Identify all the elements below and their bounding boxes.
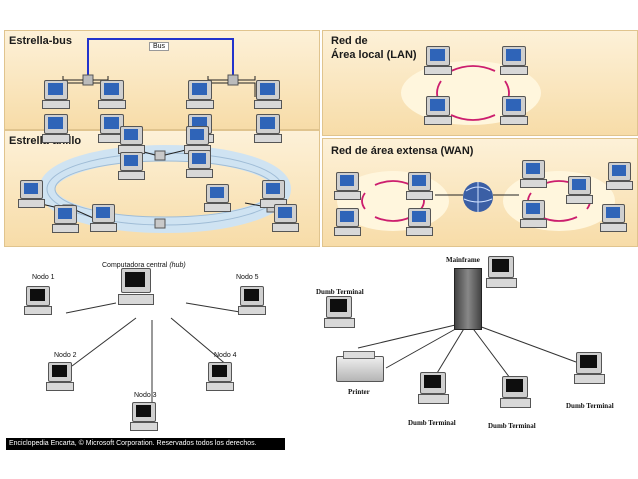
computer-icon-lan-0: [424, 46, 452, 76]
computer-icon-terminal-1: [324, 296, 355, 329]
computer-icon-bus-1: [42, 114, 70, 144]
node-5-label: Nodo 5: [236, 274, 259, 281]
computer-icon-ring-5: [186, 150, 213, 179]
computer-icon-ring-4: [90, 204, 117, 233]
computer-icon-node-2: [46, 362, 74, 392]
computer-icon-ring-3: [18, 180, 45, 209]
computer-icon-bus-4: [186, 80, 214, 110]
computer-icon-node-3: [206, 362, 234, 392]
computer-icon-wan-6: [606, 162, 633, 191]
node-3-label: Nodo 3: [134, 392, 157, 399]
computer-icon-node-1: [238, 286, 266, 316]
printer-icon: [336, 351, 384, 382]
computer-icon-terminal-2: [418, 372, 449, 405]
computer-icon-lan-3: [500, 96, 528, 126]
star-links: [65, 302, 247, 404]
lan-title-line2: Área local (LAN): [331, 49, 417, 61]
computer-icon-terminal-0: [486, 256, 517, 289]
computer-icon-ring-6: [204, 184, 231, 213]
node-2-label: Nodo 2: [54, 352, 77, 359]
computer-icon-ring-8: [272, 204, 299, 233]
computer-icon-bus-6: [254, 80, 282, 110]
hub-label: Computadora central (hub): [102, 262, 186, 269]
terminal-label-1: Dumb Terminal: [316, 288, 364, 296]
lan-diagram: [401, 61, 541, 125]
computer-icon-ring-0: [118, 126, 145, 155]
terminal-label-2: Dumb Terminal: [408, 419, 456, 427]
computer-icon-wan-2: [334, 208, 361, 237]
computer-icon-ring-9: [52, 205, 79, 234]
hub-label-text: Computadora central: [102, 262, 168, 269]
mainframe-tower-icon: [454, 268, 482, 330]
computer-icon-lan-2: [424, 96, 452, 126]
mainframe-label: Mainframe: [446, 256, 480, 264]
computer-icon-ring-7: [260, 180, 287, 209]
computer-icon-terminal-3: [500, 376, 531, 409]
bus-label: Bus: [149, 42, 170, 51]
computer-icon-wan-1: [406, 172, 433, 201]
computer-icon-bus-0: [42, 80, 70, 110]
node-1-label: Nodo 1: [32, 274, 55, 281]
computer-icon-node-0: [24, 286, 52, 316]
terminal-label-3: Dumb Terminal: [488, 422, 536, 430]
computer-icon-ring-1: [118, 152, 145, 181]
computer-icon-wan-5: [566, 176, 593, 205]
hub-label-italic: (hub): [169, 262, 186, 269]
lan-title-line1: Red de: [331, 35, 368, 47]
computer-icon-bus-2: [98, 80, 126, 110]
computer-icon-bus-7: [254, 114, 282, 144]
computer-icon-wan-8: [600, 204, 627, 233]
estrella-bus-title: Estrella-bus: [9, 35, 72, 47]
printer-label: Printer: [348, 388, 370, 396]
computer-icon-wan-0: [334, 172, 361, 201]
computer-icon-wan-7: [520, 200, 547, 229]
lan-panel: Red de Área local (LAN): [322, 30, 638, 136]
mainframe-links: [357, 321, 577, 389]
terminal-label-4: Dumb Terminal: [566, 402, 614, 410]
computer-icon-terminal-4: [574, 352, 605, 385]
computer-icon-wan-3: [406, 208, 433, 237]
copyright-bar: Enciclopedia Encarta, © Microsoft Corpor…: [6, 438, 285, 450]
computer-icon-wan-4: [520, 160, 547, 189]
computer-icon-lan-1: [500, 46, 528, 76]
computer-icon-hub: [118, 268, 154, 307]
computer-icon-node-4: [130, 402, 158, 432]
node-4-label: Nodo 4: [214, 352, 237, 359]
wan-title: Red de área extensa (WAN): [331, 145, 474, 157]
star-panel: Computadora central (hub) Nodo 1 Nodo 5 …: [6, 258, 306, 452]
